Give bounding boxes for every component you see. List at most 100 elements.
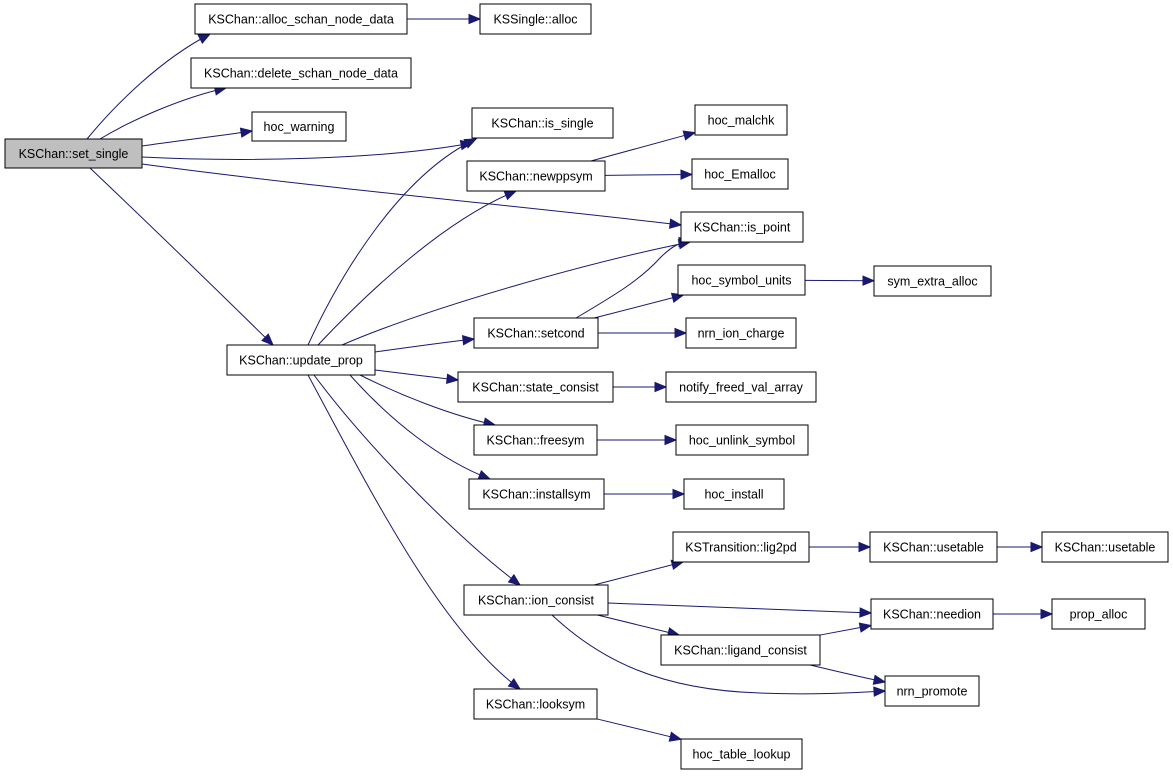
edge-state_consist-to-notify_freed bbox=[613, 381, 668, 393]
edge-arrowhead bbox=[672, 488, 686, 500]
node-box bbox=[677, 264, 806, 296]
node-hoc-warning[interactable]: hoc_warning bbox=[251, 111, 347, 142]
node-label: KSChan::state_consist bbox=[472, 381, 599, 395]
edge-update_prop-to-ion_consist bbox=[313, 374, 522, 586]
edge-lig2pd-to-usetable1 bbox=[809, 541, 872, 553]
edge-needion-to-prop_alloc bbox=[993, 608, 1054, 620]
node-hoc-symbol-units[interactable]: hoc_symbol_units bbox=[677, 264, 806, 296]
edge-line bbox=[99, 87, 227, 140]
node-hoc-install[interactable]: hoc_install bbox=[683, 478, 785, 510]
node-label: KSChan::is_point bbox=[694, 221, 791, 235]
node-box bbox=[1041, 531, 1169, 563]
node-label: KSChan::ligand_consist bbox=[674, 644, 807, 658]
node-setcond[interactable]: KSChan::setcond bbox=[473, 317, 599, 349]
node-box bbox=[660, 634, 821, 666]
node-notify-freed[interactable]: notify_freed_val_array bbox=[665, 371, 817, 403]
edge-line bbox=[141, 142, 473, 160]
node-label: KSChan::delete_schan_node_data bbox=[204, 67, 398, 81]
node-ion-consist[interactable]: KSChan::ion_consist bbox=[463, 584, 609, 616]
edge-arrowhead bbox=[680, 169, 694, 180]
edge-arrowhead bbox=[858, 541, 872, 553]
node-state-consist[interactable]: KSChan::state_consist bbox=[457, 371, 614, 403]
edge-line bbox=[313, 374, 521, 586]
node-is-single[interactable]: KSChan::is_single bbox=[471, 107, 614, 139]
node-box bbox=[473, 424, 598, 456]
edge-line bbox=[141, 163, 682, 226]
edge-set_single-to-is_point bbox=[141, 163, 683, 229]
node-box bbox=[473, 688, 598, 720]
node-box bbox=[691, 158, 789, 190]
node-box bbox=[680, 738, 803, 770]
edge-line bbox=[317, 190, 517, 346]
edge-arrowhead bbox=[197, 33, 212, 44]
node-hoc-unlink[interactable]: hoc_unlink_symbol bbox=[675, 424, 809, 456]
edge-line bbox=[359, 374, 496, 426]
node-newppsym[interactable]: KSChan::newppsym bbox=[466, 160, 606, 192]
edge-newppsym-to-hoc_emalloc bbox=[604, 169, 694, 180]
edge-arrowhead bbox=[872, 674, 887, 685]
node-usetable1[interactable]: KSChan::usetable bbox=[869, 531, 998, 563]
node-box bbox=[473, 317, 599, 349]
edge-line bbox=[590, 132, 696, 162]
node-box bbox=[665, 371, 817, 403]
edge-line bbox=[86, 33, 211, 140]
node-ligand-consist[interactable]: KSChan::ligand_consist bbox=[660, 634, 821, 666]
edge-arrowhead bbox=[507, 573, 522, 586]
edge-line bbox=[374, 369, 459, 381]
edge-set_single-to-alloc_schan bbox=[86, 33, 212, 140]
node-set-single[interactable]: KSChan::set_single bbox=[4, 138, 143, 169]
node-hoc-emalloc[interactable]: hoc_Emalloc bbox=[691, 158, 789, 190]
node-prop-alloc[interactable]: prop_alloc bbox=[1051, 598, 1146, 630]
edge-line bbox=[307, 374, 521, 690]
edge-installsym-to-hoc_install bbox=[604, 488, 686, 500]
node-looksym[interactable]: KSChan::looksym bbox=[473, 688, 598, 720]
node-installsym[interactable]: KSChan::installsym bbox=[468, 478, 605, 510]
node-box bbox=[190, 57, 412, 89]
node-is-point[interactable]: KSChan::is_point bbox=[680, 211, 804, 243]
edge-line bbox=[374, 338, 475, 353]
node-sym-extra-alloc[interactable]: sym_extra_alloc bbox=[873, 265, 992, 297]
node-label: KSSingle::alloc bbox=[493, 13, 577, 27]
edge-arrowhead bbox=[503, 190, 518, 201]
edge-arrowhead bbox=[862, 275, 876, 286]
node-label: hoc_unlink_symbol bbox=[689, 434, 795, 448]
edge-line bbox=[307, 138, 477, 346]
node-nrn-promote[interactable]: nrn_promote bbox=[884, 675, 980, 707]
node-label: hoc_symbol_units bbox=[691, 274, 791, 288]
edge-line bbox=[607, 602, 872, 614]
node-box bbox=[457, 371, 614, 403]
node-lig2pd[interactable]: KSTransition::lig2pd bbox=[672, 531, 810, 563]
edge-line bbox=[89, 167, 274, 346]
node-kssingle-alloc[interactable]: KSSingle::alloc bbox=[479, 3, 592, 35]
node-label: hoc_warning bbox=[264, 120, 335, 134]
node-label: KSChan::set_single bbox=[19, 147, 129, 161]
node-label: hoc_Emalloc bbox=[704, 168, 776, 182]
node-update-prop[interactable]: KSChan::update_prop bbox=[226, 344, 376, 376]
edge-line bbox=[575, 241, 691, 319]
node-freesym[interactable]: KSChan::freesym bbox=[473, 424, 598, 456]
node-hoc-table-lookup[interactable]: hoc_table_lookup bbox=[680, 738, 803, 770]
node-alloc-schan[interactable]: KSChan::alloc_schan_node_data bbox=[194, 3, 408, 35]
edge-line bbox=[596, 718, 682, 740]
edge-line bbox=[141, 130, 253, 147]
node-label: KSChan::is_single bbox=[491, 117, 593, 131]
node-hoc-malchk[interactable]: hoc_malchk bbox=[694, 104, 788, 136]
node-nrn-ion-charge[interactable]: nrn_ion_charge bbox=[685, 317, 797, 349]
node-label: notify_freed_val_array bbox=[679, 381, 803, 395]
edge-set_single-to-delete_schan bbox=[99, 85, 228, 140]
node-needion[interactable]: KSChan::needion bbox=[870, 598, 994, 630]
node-box bbox=[4, 138, 143, 169]
edge-setcond-to-nrn_ion_charge bbox=[598, 327, 688, 339]
edge-line bbox=[597, 614, 680, 636]
edge-arrowhead bbox=[239, 127, 254, 138]
edge-arrowhead bbox=[668, 731, 683, 742]
edge-update_prop-to-looksym bbox=[307, 374, 522, 690]
edge-setcond-to-hoc_symbol_units bbox=[594, 292, 685, 319]
node-usetable2[interactable]: KSChan::usetable bbox=[1041, 531, 1169, 563]
node-box bbox=[884, 675, 980, 707]
node-delete-schan[interactable]: KSChan::delete_schan_node_data bbox=[190, 57, 412, 89]
edge-arrowhead bbox=[1030, 541, 1044, 553]
node-label: hoc_install bbox=[704, 488, 763, 502]
edge-newppsym-to-hoc_malchk bbox=[590, 130, 697, 162]
